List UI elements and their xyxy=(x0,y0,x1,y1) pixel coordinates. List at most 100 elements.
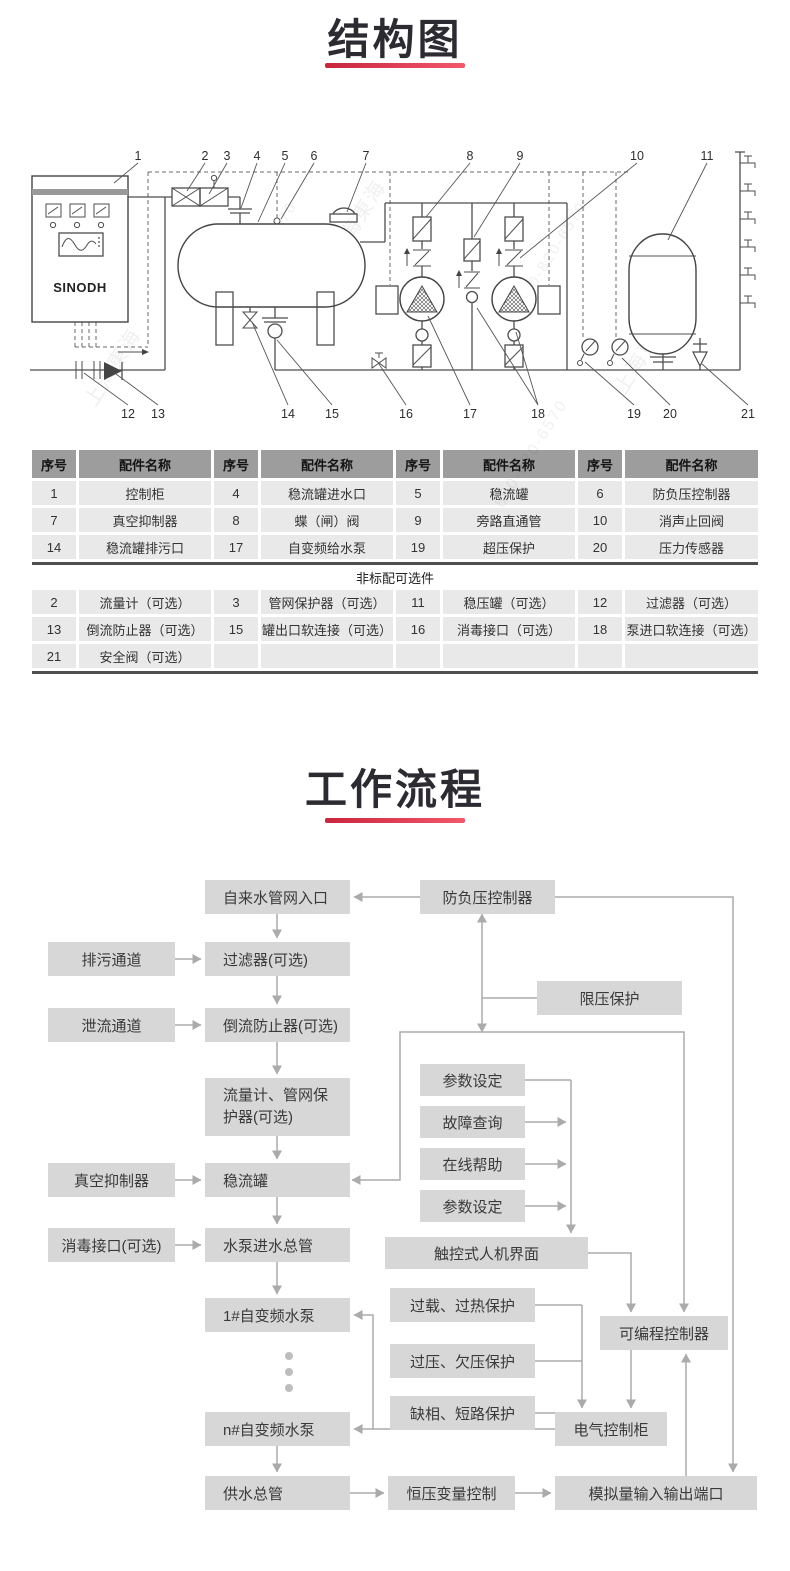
workflow-title-underline xyxy=(325,818,465,823)
flow-node-inlet: 自来水管网入口 xyxy=(205,880,350,914)
diagram-number: 17 xyxy=(463,407,477,421)
workflow-title: 工作流程 xyxy=(304,766,485,813)
table-cell xyxy=(578,644,622,668)
table-header-cell: 序号 xyxy=(396,450,440,478)
flow-node-analog: 模拟量输入输出端口 xyxy=(555,1476,757,1510)
table-cell: 过滤器（可选） xyxy=(625,590,758,614)
flow-node-supply: 供水总管 xyxy=(205,1476,350,1510)
gauges xyxy=(577,338,629,366)
flow-node-pumpn: n#自变频水泵 xyxy=(205,1412,350,1446)
table-cell: 泵进口软连接（可选） xyxy=(625,617,758,641)
table-cell: 真空抑制器 xyxy=(79,508,211,532)
disinfect-valve xyxy=(371,352,387,369)
diagram-number: 6 xyxy=(311,149,318,163)
inlet-piping xyxy=(30,197,166,380)
table-cell: 10 xyxy=(578,508,622,532)
diagram-number: 2 xyxy=(202,149,209,163)
leader-lines xyxy=(83,162,749,406)
pressure-tank xyxy=(628,233,697,370)
control-cabinet: SINODH xyxy=(31,175,172,323)
table-header-cell: 配件名称 xyxy=(79,450,211,478)
table-cell: 11 xyxy=(396,590,440,614)
table-header-cell: 配件名称 xyxy=(261,450,393,478)
diagram-numbers: 1 2 3 4 5 6 7 8 9 10 11 12 13 14 15 16 1… xyxy=(121,149,755,421)
flow-node-filter: 过滤器(可选) xyxy=(205,942,350,976)
flow-node-hmi: 触控式人机界面 xyxy=(385,1237,588,1269)
table-cell: 罐出口软连接（可选） xyxy=(261,617,393,641)
diagram-number: 12 xyxy=(121,407,135,421)
table-cell: 安全阀（可选） xyxy=(79,644,211,668)
table-cell: 管网保护器（可选） xyxy=(261,590,393,614)
table-cell xyxy=(396,644,440,668)
flow-node-tank: 稳流罐 xyxy=(205,1163,350,1197)
table-row: 2 流量计（可选） 3 管网保护器（可选） 11 稳压罐（可选） 12 过滤器（… xyxy=(32,590,758,614)
table-cell: 超压保护 xyxy=(443,535,575,559)
flow-node-prot3: 缺相、短路保护 xyxy=(390,1396,535,1430)
flow-node-plc: 可编程控制器 xyxy=(600,1316,728,1350)
table-cell: 稳流罐进水口 xyxy=(261,481,393,505)
table-cell: 1 xyxy=(32,481,76,505)
diagram-number: 11 xyxy=(701,149,714,163)
table-cell: 蝶（闸）阀 xyxy=(261,508,393,532)
watermark-text: 上海東海 800-820-6570 上海東海 800-820-6570 上海東海 xyxy=(80,176,676,411)
optional-parts-title: 非标配可选件 xyxy=(355,570,434,586)
flow-node-prot1: 过载、过热保护 xyxy=(390,1288,535,1322)
diagram-number: 16 xyxy=(399,407,413,421)
bypass-pipe xyxy=(456,203,481,370)
table-cell xyxy=(261,644,393,668)
diagram-number: 4 xyxy=(254,149,261,163)
diagram-number: 20 xyxy=(663,407,677,421)
flow-node-cabinet: 电气控制柜 xyxy=(555,1412,667,1446)
diagram-number: 3 xyxy=(224,149,231,163)
table-cell: 流量计（可选） xyxy=(79,590,211,614)
table-cell: 防负压控制器 xyxy=(625,481,758,505)
table-cell xyxy=(214,644,258,668)
table-cell: 13 xyxy=(32,617,76,641)
table-cell: 倒流防止器（可选） xyxy=(79,617,211,641)
diagram-number: 9 xyxy=(517,149,524,163)
diagram-number: 21 xyxy=(741,407,755,421)
table-cell: 18 xyxy=(578,617,622,641)
table-cell: 稳流罐排污口 xyxy=(79,535,211,559)
table-cell: 19 xyxy=(396,535,440,559)
flow-node-help: 在线帮助 xyxy=(420,1148,525,1180)
table-cell: 旁路直通管 xyxy=(443,508,575,532)
diagram-number: 10 xyxy=(630,149,644,163)
flow-node-param1: 参数设定 xyxy=(420,1064,525,1096)
table-cell: 21 xyxy=(32,644,76,668)
pump-unit-1 xyxy=(375,203,445,370)
ellipsis-dots xyxy=(285,1352,293,1392)
diagram-number: 7 xyxy=(363,149,370,163)
table-divider xyxy=(32,671,758,674)
parts-table-header-row: 序号 配件名称 序号 配件名称 序号 配件名称 序号 配件名称 xyxy=(32,450,758,478)
table-cell: 17 xyxy=(214,535,258,559)
flow-node-backflow: 倒流防止器(可选) xyxy=(205,1008,350,1042)
structure-diagram: 上海東海 800-820-6570 上海東海 800-820-6570 上海東海… xyxy=(30,149,756,421)
flow-node-param2: 参数设定 xyxy=(420,1190,525,1222)
table-header-cell: 序号 xyxy=(214,450,258,478)
diagram-number: 8 xyxy=(467,149,474,163)
table-header-cell: 序号 xyxy=(32,450,76,478)
table-cell: 消声止回阀 xyxy=(625,508,758,532)
faucet-column xyxy=(735,151,756,370)
flow-tank xyxy=(177,203,386,370)
table-cell: 7 xyxy=(32,508,76,532)
table-header-cell: 序号 xyxy=(578,450,622,478)
table-cell: 14 xyxy=(32,535,76,559)
table-header-cell: 配件名称 xyxy=(443,450,575,478)
safety-valve xyxy=(692,338,708,370)
table-row: 21 安全阀（可选） xyxy=(32,644,758,668)
parts-table: 序号 配件名称 序号 配件名称 序号 配件名称 序号 配件名称 1 控制柜 4 … xyxy=(32,450,758,676)
table-cell: 20 xyxy=(578,535,622,559)
flow-node-fault: 故障查询 xyxy=(420,1106,525,1138)
diagram-number: 13 xyxy=(151,407,165,421)
table-cell: 16 xyxy=(396,617,440,641)
table-cell: 2 xyxy=(32,590,76,614)
table-row: 1 控制柜 4 稳流罐进水口 5 稳流罐 6 防负压控制器 xyxy=(32,481,758,505)
flow-node-drain: 排污通道 xyxy=(48,942,175,976)
flow-node-limit: 限压保护 xyxy=(537,981,682,1015)
table-row: 13 倒流防止器（可选） 15 罐出口软连接（可选） 16 消毒接口（可选） 1… xyxy=(32,617,758,641)
flow-node-meter: 流量计、管网保护器(可选) xyxy=(205,1078,350,1136)
cabinet-brand: SINODH xyxy=(53,280,107,295)
diagram-number: 19 xyxy=(627,407,641,421)
